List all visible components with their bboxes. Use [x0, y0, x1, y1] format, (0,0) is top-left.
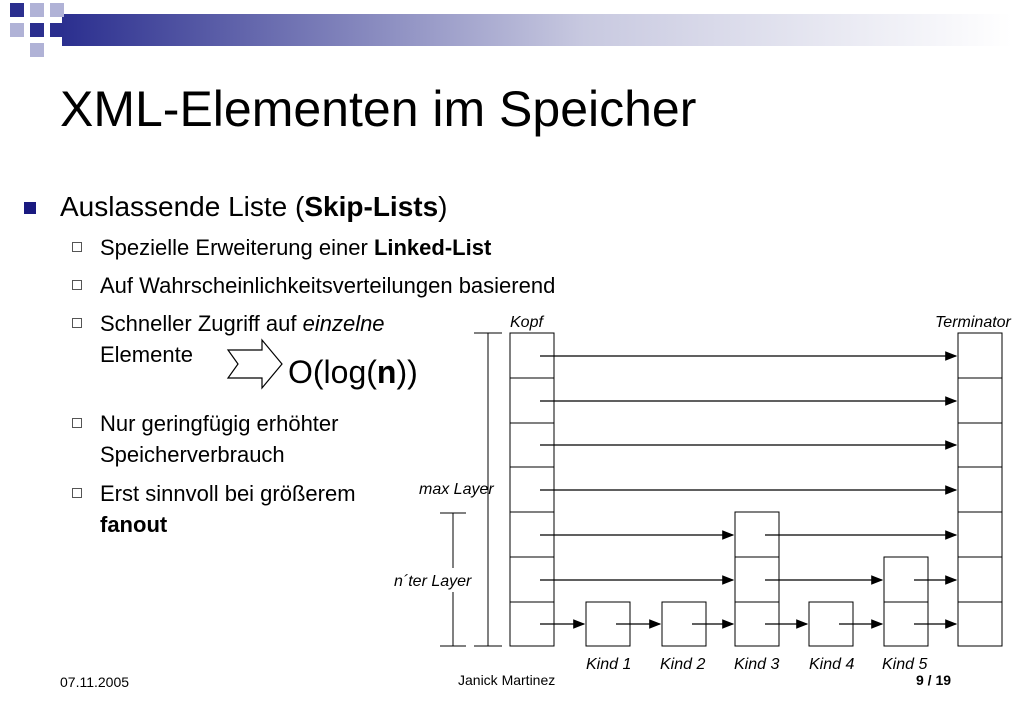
checkbox-bullet-icon [72, 280, 82, 290]
deco-square [10, 3, 24, 17]
header-decoration [10, 3, 1012, 57]
kind-2-label: Kind 2 [660, 656, 705, 673]
footer-page-number: 9 / 19 [916, 672, 952, 688]
complexity-label: O(log(n)) [288, 354, 418, 390]
block-arrow-icon [226, 338, 283, 390]
deco-square [50, 23, 64, 37]
kind-1-label: Kind 1 [586, 656, 631, 673]
child-nodes [585, 511, 929, 647]
header-gradient-bar [62, 14, 1012, 46]
deco-square [10, 23, 24, 37]
deco-square [30, 43, 44, 57]
footer-date: 07.11.2005 [60, 674, 130, 690]
nth-layer-label: n´ter Layer [394, 573, 472, 590]
bullet-square-icon [24, 202, 36, 214]
kind-5-label: Kind 5 [882, 656, 927, 673]
checkbox-bullet-icon [72, 318, 82, 328]
kind-3-node [734, 511, 780, 647]
checkbox-bullet-icon [72, 242, 82, 252]
kind-4-label: Kind 4 [809, 656, 854, 673]
terminator-column [957, 332, 1003, 647]
layer-brackets [440, 332, 502, 647]
max-layer-label: max Layer [419, 481, 494, 498]
checkbox-bullet-icon [72, 418, 82, 428]
deco-square [30, 3, 44, 17]
checkbox-bullet-icon [72, 488, 82, 498]
kind-3-label: Kind 3 [734, 656, 779, 673]
footer-author: Janick Martinez [458, 672, 556, 688]
head-label: Kopf [510, 314, 544, 331]
terminator-label: Terminator [935, 314, 1012, 331]
deco-square [30, 23, 44, 37]
deco-square [50, 3, 64, 17]
slide-title: XML-Elementen im Speicher [60, 81, 697, 137]
pointer-arrows [540, 351, 958, 629]
